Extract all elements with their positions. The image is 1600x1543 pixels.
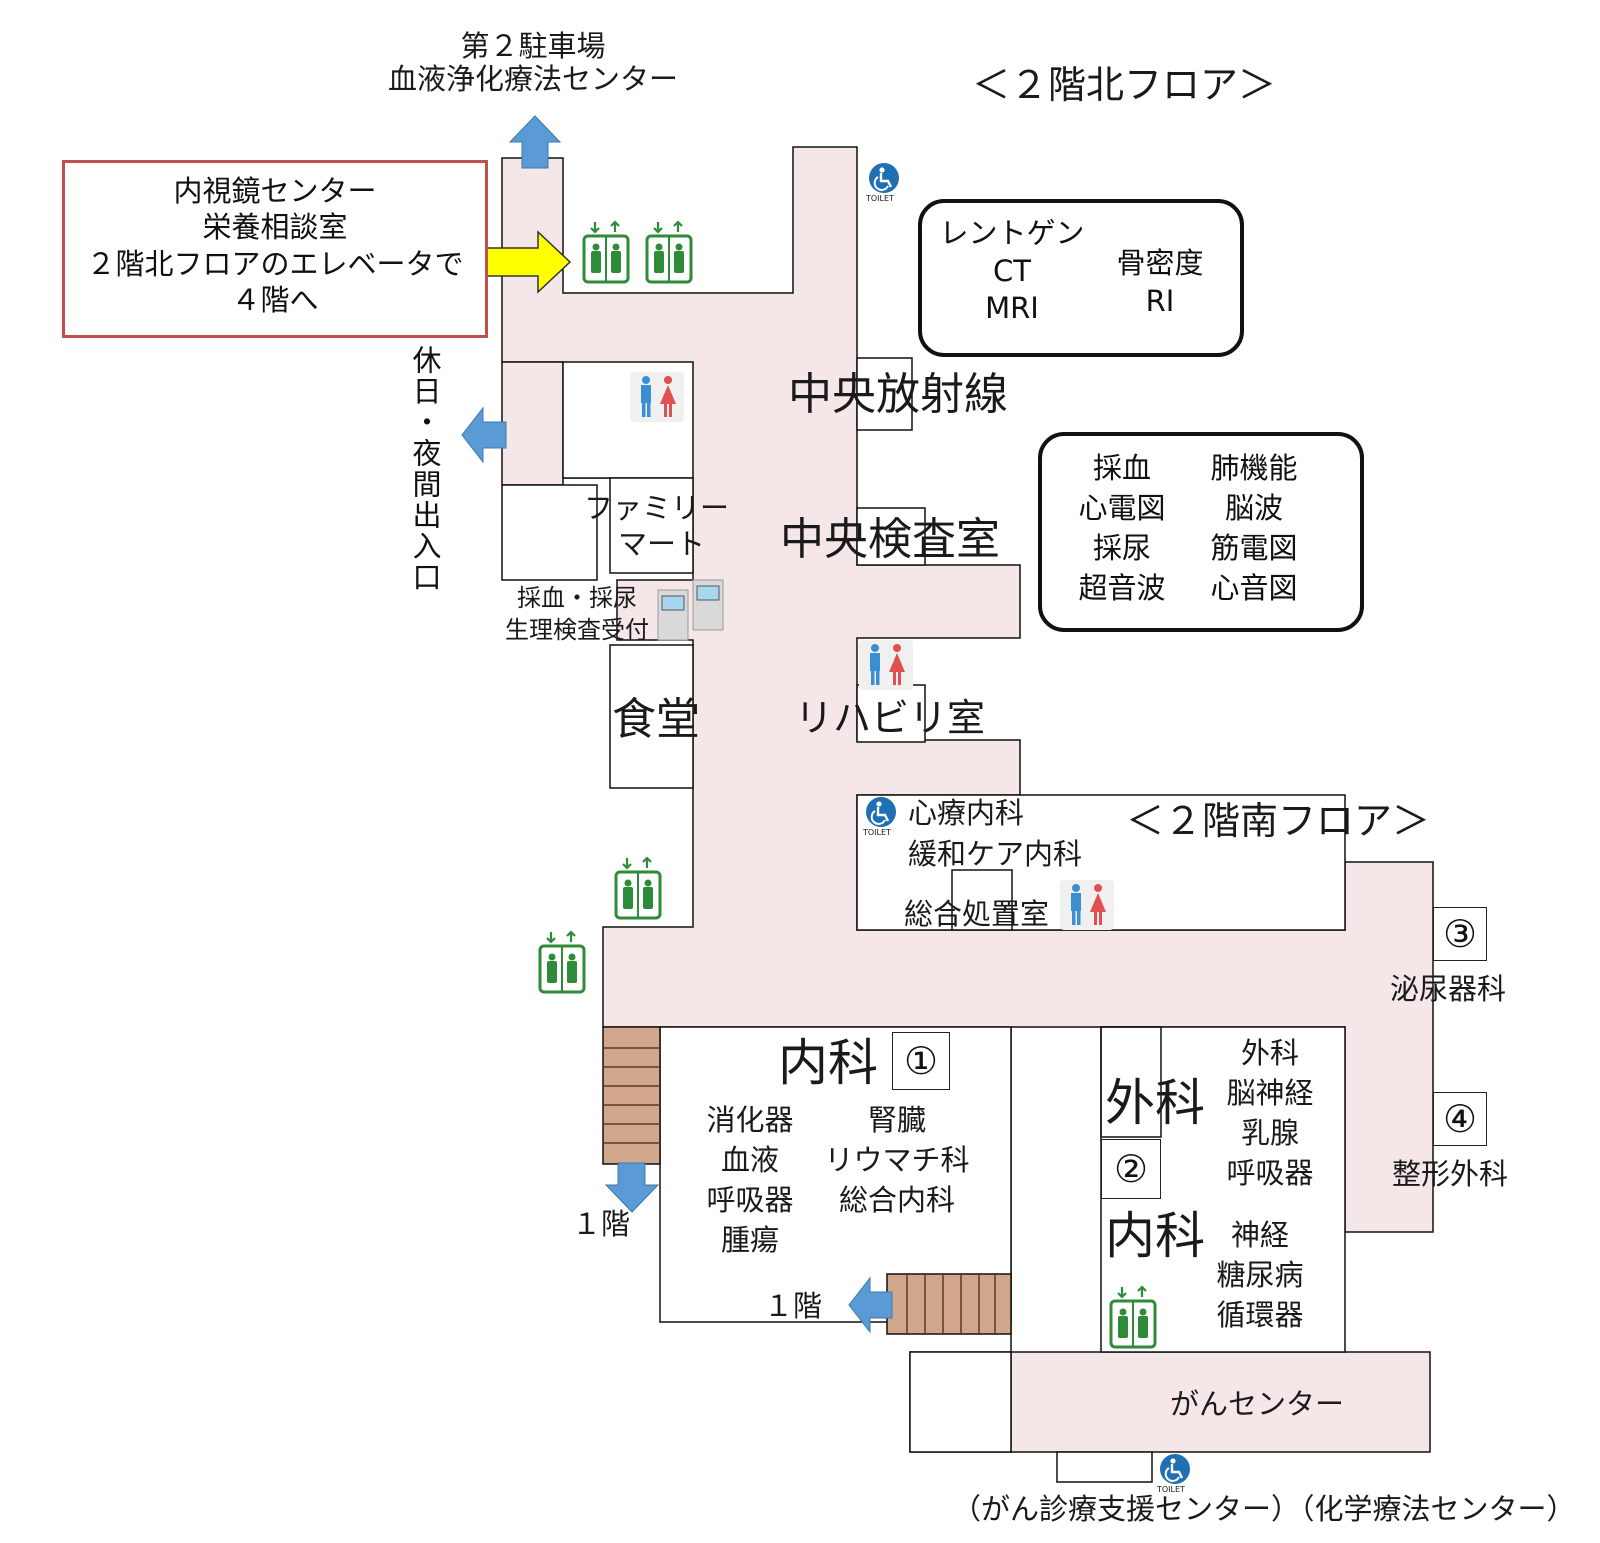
rehab-label: リハビリ室 [795, 696, 986, 740]
internal2-item: 糖尿病 [1216, 1258, 1304, 1293]
imaging-box: レントゲン CT MRI 骨密度 RI [918, 199, 1244, 357]
lab-door [856, 507, 926, 566]
imaging-item: MRI [985, 291, 1039, 326]
night-entrance-label: 休日・夜間出入口 [408, 345, 442, 593]
parking-label: 第２駐車場 血液浄化療法センター [368, 29, 698, 97]
surgery-title: 外科 [1105, 1074, 1205, 1132]
internal1-room [659, 1026, 1012, 1323]
imaging-item: レントゲン [939, 216, 1085, 250]
callout-line: 内視鏡センター [173, 174, 377, 208]
arrow-left-stairs-south [848, 1276, 893, 1334]
callout-line: ４階へ [231, 282, 319, 317]
family-mart-line1: ファミリー [584, 491, 730, 525]
callout-line: 栄養相談室 [202, 210, 348, 245]
lab-item: 心電図 [1078, 491, 1166, 526]
internal2-list: 神経 糖尿病 循環器 [1205, 1215, 1315, 1335]
callout-line: ２階北フロアのエレベータで [86, 246, 464, 281]
urology-number: ③ [1433, 907, 1487, 961]
north-floor-title: ＜２階北フロア＞ [972, 63, 1277, 107]
internal1-title: 内科 [778, 1034, 878, 1092]
orthopedics-label: 整形外科 [1392, 1157, 1509, 1191]
reception-line2: 生理検査受付 [505, 616, 649, 645]
surgery-inner [1100, 1026, 1162, 1138]
lab-item: 心音図 [1210, 571, 1298, 606]
bottom-door [1056, 1451, 1153, 1483]
corridor-stub [501, 361, 564, 486]
surgery-item: 脳神経 [1226, 1076, 1314, 1111]
surgery-item: 呼吸器 [1226, 1156, 1314, 1191]
imaging-item: RI [1145, 283, 1175, 318]
internal1-item: 血液 [720, 1143, 779, 1178]
surgery-item: 外科 [1240, 1036, 1299, 1070]
endoscopy-callout: 内視鏡センター 栄養相談室 ２階北フロアのエレベータで ４階へ [62, 160, 488, 338]
internal1-item: 腫瘍 [720, 1223, 779, 1258]
internal1-list-left: 消化器 血液 呼吸器 腫瘍 [690, 1100, 810, 1260]
lab-item: 超音波 [1078, 571, 1166, 606]
arrow-left-night-exit [461, 406, 507, 464]
surgery-item: 乳腺 [1240, 1116, 1299, 1151]
internal1-item: 呼吸器 [706, 1183, 794, 1218]
lab-item: 肺機能 [1210, 451, 1298, 485]
treatment-door [951, 869, 1013, 931]
lab-tests-box: 採血 心電図 採尿 超音波 肺機能 脳波 筋電図 心音図 [1038, 432, 1364, 632]
internal1-number: ① [892, 1032, 950, 1090]
toilet-room-north [562, 361, 694, 479]
south-floor-title: ＜２階南フロア＞ [1126, 799, 1431, 843]
internal1-item: 総合内科 [838, 1183, 955, 1218]
central-lab-label: 中央検査室 [780, 514, 1000, 565]
stairs-west [602, 1026, 661, 1165]
parking-label-line2: 血液浄化療法センター [387, 62, 678, 97]
internal1-item: リウマチ科 [824, 1143, 970, 1178]
surgery-number: ② [1101, 1139, 1161, 1199]
reception-label: 採血・採尿 生理検査受付 [492, 582, 662, 647]
toilet-word: TOILET [1157, 1485, 1185, 1494]
stairs-west-label: １階 [572, 1207, 631, 1241]
arrow-up-parking [508, 115, 562, 169]
urology-label: 泌尿器科 [1390, 972, 1507, 1006]
lab-item: 採尿 [1092, 531, 1151, 566]
room-small-west [501, 484, 598, 581]
toilet-word: TOILET [866, 194, 894, 203]
internal1-item: 消化器 [706, 1103, 794, 1137]
arrow-right-elevator [477, 230, 572, 294]
bottom-support-label: （がん診療支援センター）（化学療法センター） [952, 1492, 1576, 1526]
internal2-item: 循環器 [1216, 1298, 1304, 1333]
imaging-item: CT [993, 253, 1031, 288]
cancer-center-label: がんセンター [1170, 1387, 1345, 1421]
stairs-south [886, 1273, 1012, 1335]
orthopedics-number: ④ [1433, 1092, 1487, 1146]
palliative-label: 緩和ケア内科 [908, 837, 1083, 871]
lab-item: 筋電図 [1210, 531, 1298, 566]
radiology-door [856, 357, 913, 431]
internal1-item: 腎臓 [867, 1103, 926, 1137]
lab-item: 採血 [1092, 451, 1151, 485]
stairs-south-label: １階 [764, 1289, 823, 1323]
arrow-down-stairs-west [604, 1162, 660, 1213]
central-radiology-label: 中央放射線 [788, 369, 1008, 420]
toilet-word: TOILET [863, 828, 891, 837]
family-mart-line2: マート [618, 527, 706, 562]
surgery-list: 外科 脳神経 乳腺 呼吸器 [1210, 1033, 1330, 1193]
cancer-side-room [909, 1351, 1012, 1453]
internal1-list-right: 腎臓 リウマチ科 総合内科 [812, 1100, 982, 1220]
parking-label-line1: 第２駐車場 [460, 29, 606, 63]
corridors [501, 146, 1434, 1453]
family-mart-label: ファミリー マート [584, 490, 729, 563]
treatment-room-label: 総合処置室 [904, 897, 1050, 931]
internal2-item: 神経 [1230, 1218, 1289, 1252]
internal2-title: 内科 [1105, 1207, 1205, 1265]
cafeteria-label: 食堂 [612, 694, 700, 745]
imaging-item: 骨密度 [1116, 246, 1204, 280]
psychosomatic-label: 心療内科 [908, 796, 1025, 830]
cafeteria-room [609, 644, 694, 789]
family-mart-room [609, 477, 694, 574]
lab-item: 脳波 [1224, 491, 1283, 526]
reception-line1: 採血・採尿 [517, 584, 637, 612]
